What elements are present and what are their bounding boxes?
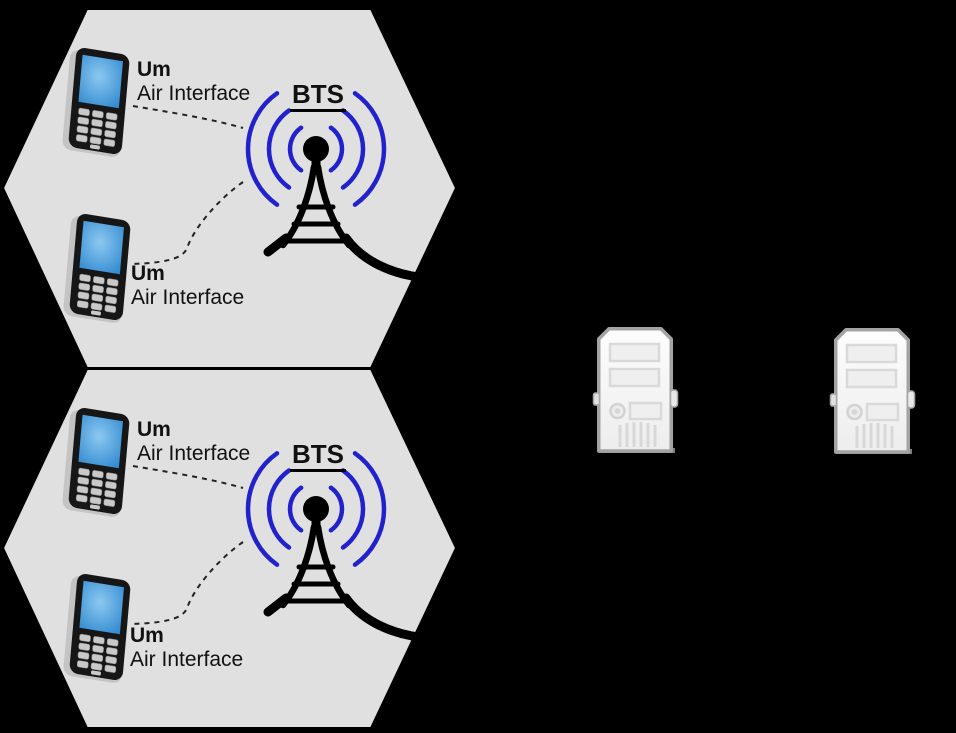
cell-2-phone-1-air-label: Air Interface [137, 442, 251, 465]
cell-2-airlink-2-dashed-line [130, 541, 244, 625]
cell-2-phone-2-um-label: Um [130, 624, 164, 647]
cell-2-phone-2-air-label: Air Interface [130, 648, 244, 671]
cell-1-bts-label: BTS [288, 81, 348, 112]
cell-2-airlink-1-dashed-line [132, 465, 244, 489]
cell-1-airlink-1-dashed-line [132, 105, 244, 129]
cell-1-phone-2-icon [62, 211, 132, 325]
cell-1-phone-1-air-label: Air Interface [137, 82, 251, 105]
cell-1-phone-2-air-label: Air Interface [131, 286, 245, 309]
cell-1 [1, 8, 478, 369]
cell-1-phone-2-um-label: Um [131, 262, 165, 285]
cell-1-phone-1-um-label: Um [137, 58, 171, 81]
cell-1-phone-1-icon [61, 45, 131, 159]
cell-2-phone-1-um-label: Um [137, 418, 171, 441]
cell-2 [1, 368, 478, 729]
cell-2-phone-2-icon [62, 571, 132, 685]
cell-2-phone-1-icon [61, 405, 131, 519]
server-2-icon [828, 328, 917, 456]
cell-1-airlink-2-dashed-line [130, 181, 244, 265]
cell-2-bts-label: BTS [288, 441, 348, 472]
server-1-icon [591, 327, 680, 455]
